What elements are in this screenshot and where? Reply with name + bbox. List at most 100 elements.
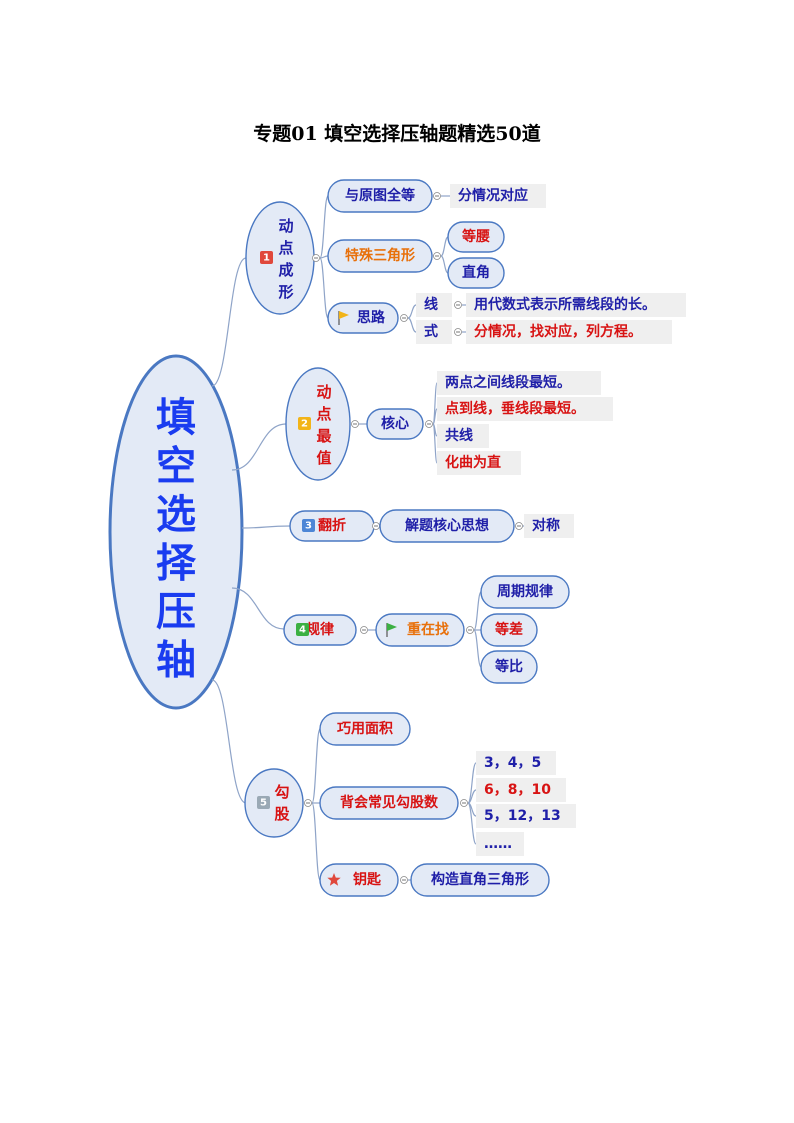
collapse-toggle[interactable] [400, 314, 408, 322]
node-bubble[interactable] [375, 613, 465, 647]
node-重在找[interactable] [375, 613, 465, 647]
node-label: 解题核心思想 [405, 517, 489, 534]
node-box[interactable] [437, 424, 489, 448]
branch-1-char: 动 [278, 217, 293, 235]
node-bubble[interactable] [319, 712, 411, 746]
node-直角[interactable] [447, 257, 505, 289]
node-box[interactable] [416, 293, 452, 317]
collapse-toggle[interactable] [466, 626, 474, 634]
node-box[interactable] [476, 778, 566, 802]
node-label: 点到线，垂线段最短。 [445, 400, 585, 417]
node-box[interactable] [437, 397, 613, 421]
node-分情况对应[interactable] [450, 184, 546, 208]
collapse-toggle[interactable] [515, 522, 523, 530]
node-b5-2[interactable] [476, 804, 576, 828]
collapse-toggle[interactable] [351, 420, 359, 428]
node-box[interactable] [524, 514, 574, 538]
node-b2-3[interactable] [437, 451, 521, 475]
connector-b1-c1 [319, 195, 329, 259]
node-线[interactable] [416, 293, 452, 317]
branch-1-char: 点 [278, 239, 293, 257]
node-思路[interactable] [327, 302, 399, 334]
node-label: 5，12，13 [484, 808, 561, 824]
collapse-toggle[interactable] [433, 252, 441, 260]
node-bubble[interactable] [366, 408, 424, 440]
node-钥匙[interactable] [319, 863, 399, 897]
node-式[interactable] [416, 320, 452, 344]
connector-line [407, 304, 417, 319]
node-用代数式表示所需线段的长[interactable] [466, 293, 686, 317]
node-b5-3[interactable] [476, 832, 524, 856]
node-对称[interactable] [524, 514, 574, 538]
node-分情况找对应列方程[interactable] [466, 320, 672, 344]
root-char: 压 [156, 589, 196, 635]
root-node[interactable] [108, 354, 244, 710]
node-b2-0[interactable] [437, 371, 601, 395]
node-box[interactable] [466, 293, 686, 317]
node-b4-2[interactable] [480, 650, 538, 684]
collapse-toggle[interactable] [425, 420, 433, 428]
collapse-toggle[interactable] [433, 192, 441, 200]
node-box[interactable] [476, 832, 524, 856]
number-badge [296, 623, 309, 636]
branch-4-node[interactable] [283, 614, 357, 646]
number-badge [302, 519, 315, 532]
node-box[interactable] [437, 371, 601, 395]
node-bubble[interactable] [283, 614, 357, 646]
node-box[interactable] [450, 184, 546, 208]
node-巧用面积[interactable] [319, 712, 411, 746]
node-box[interactable] [466, 320, 672, 344]
node-label: …… [484, 836, 512, 852]
node-等腰[interactable] [447, 221, 505, 253]
node-bubble[interactable] [327, 302, 399, 334]
node-label: 等差 [495, 621, 523, 638]
node-label: 思路 [357, 309, 386, 326]
node-bubble[interactable] [327, 239, 433, 273]
node-bubble[interactable] [319, 786, 459, 820]
node-b4-1[interactable] [480, 613, 538, 647]
node-label: 等腰 [462, 228, 490, 245]
collapse-toggle[interactable] [454, 301, 462, 309]
node-box[interactable] [476, 804, 576, 828]
node-核心[interactable] [366, 408, 424, 440]
node-特殊三角形[interactable] [327, 239, 433, 273]
node-b2-2[interactable] [437, 424, 489, 448]
node-label: 分情况，找对应，列方程。 [474, 323, 642, 340]
node-box[interactable] [476, 751, 556, 775]
node-背会常见勾股数[interactable] [319, 786, 459, 820]
branch-5-node[interactable] [244, 768, 304, 838]
collapse-toggle[interactable] [360, 626, 368, 634]
node-bubble[interactable] [379, 509, 515, 543]
collapse-toggle[interactable] [460, 799, 468, 807]
root-char: 空 [156, 444, 196, 490]
node-label: 构造直角三角形 [431, 871, 529, 888]
node-bubble[interactable] [447, 221, 505, 253]
node-box[interactable] [416, 320, 452, 344]
collapse-toggle[interactable] [304, 799, 312, 807]
connector-line [473, 591, 482, 631]
node-bubble[interactable] [327, 179, 433, 213]
node-b5-1[interactable] [476, 778, 566, 802]
collapse-toggle[interactable] [400, 876, 408, 884]
connector-line [440, 255, 449, 274]
node-bubble[interactable] [480, 575, 570, 609]
node-bubble[interactable] [480, 613, 538, 647]
node-b5-0[interactable] [476, 751, 556, 775]
branch-2-char: 动 [316, 383, 331, 401]
node-解题核心思想[interactable] [379, 509, 515, 543]
node-box[interactable] [437, 451, 521, 475]
branch-2-node[interactable] [285, 367, 351, 481]
root-char: 轴 [156, 638, 196, 684]
collapse-toggle[interactable] [372, 522, 380, 530]
node-bubble[interactable] [410, 863, 550, 897]
node-bubble[interactable] [447, 257, 505, 289]
collapse-toggle[interactable] [454, 328, 462, 336]
page-title: 专题01 填空选择压轴题精选50道 [253, 123, 541, 145]
collapse-toggle[interactable] [312, 254, 320, 262]
node-bubble[interactable] [480, 650, 538, 684]
node-与原图全等[interactable] [327, 179, 433, 213]
node-bubble[interactable] [319, 863, 399, 897]
node-b4-0[interactable] [480, 575, 570, 609]
node-b2-1[interactable] [437, 397, 613, 421]
node-构造直角三角形[interactable] [410, 863, 550, 897]
